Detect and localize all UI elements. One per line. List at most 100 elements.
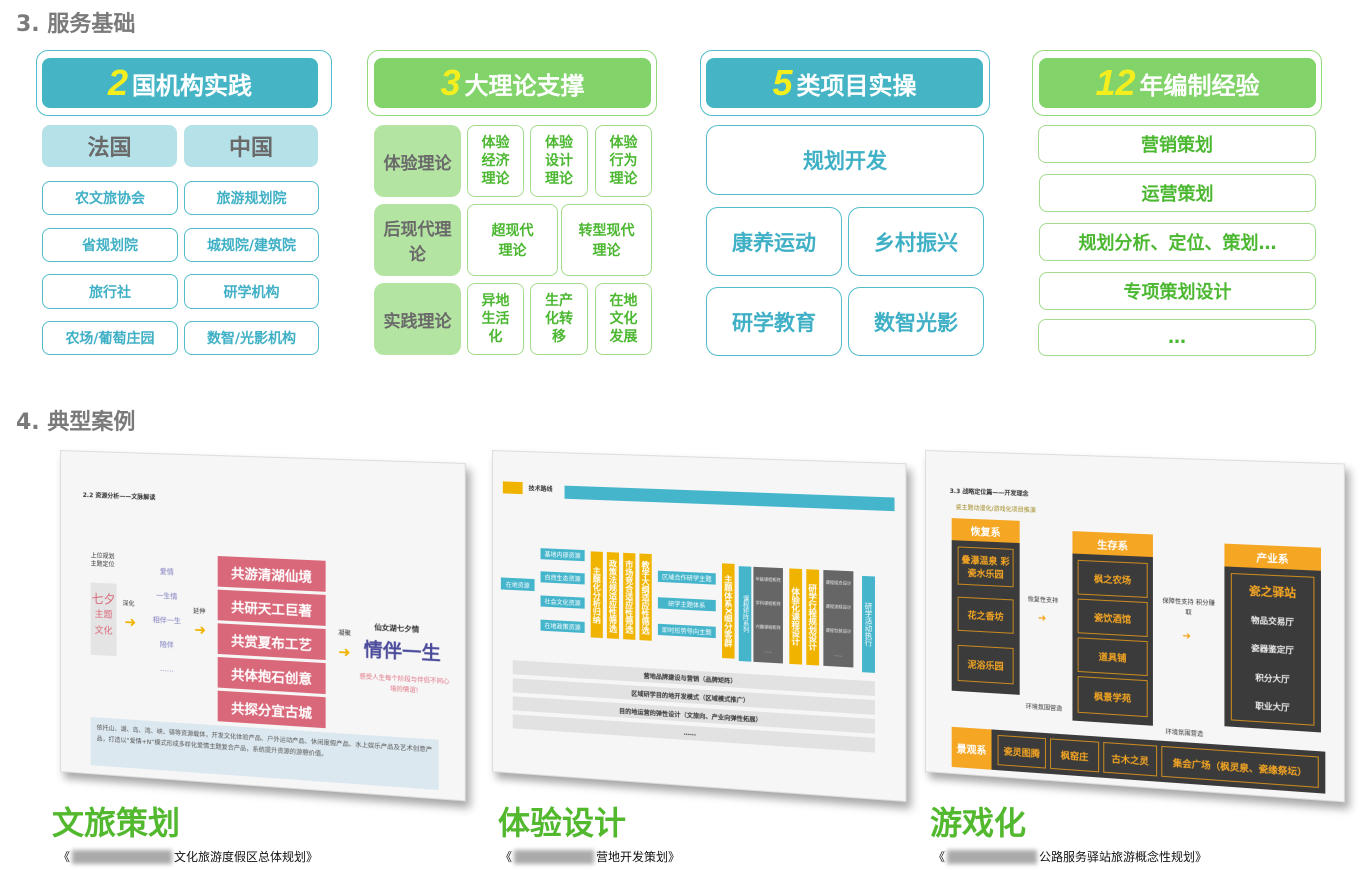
theme-box: 共游清湖仙境 <box>218 556 326 592</box>
flow-node: 市场竞合适应性筛选 <box>623 553 635 640</box>
case-subtitle: 《文化旅游度假区总体规划》 <box>58 848 318 865</box>
flow-node: 课程矩阵系列 <box>739 566 752 662</box>
heading-marker <box>503 481 523 494</box>
subtitle-bracket: 《 <box>933 848 945 865</box>
slide-text: 兴趣课程矩阵 <box>756 624 781 632</box>
theory-label: 实践理论 <box>374 283 461 355</box>
panel-item: 枫窑庄 <box>1050 738 1099 772</box>
theory-item: 转型现代理论 <box>561 204 652 276</box>
experience-item: 规划分析、定位、策划… <box>1039 223 1316 261</box>
panel-item: 瓷灵图腾 <box>998 735 1046 769</box>
theory-item: 异地生活化 <box>467 283 524 355</box>
col1-title: 国机构实践 <box>132 66 252 101</box>
panel-item: 枫之农场 <box>1078 560 1148 598</box>
flow-node: 体验化课程设计 <box>789 568 802 664</box>
col2-number: 3 <box>440 62 460 104</box>
slide-text: 学科课程矩阵 <box>756 600 781 607</box>
col4-number: 12 <box>1095 62 1135 104</box>
project-type: 康养运动 <box>706 207 842 276</box>
slide-text: 相伴一生 <box>145 607 190 634</box>
slide-text: 爱情 <box>145 559 190 585</box>
panel-head: 景观系 <box>952 727 992 770</box>
matrix-list: 年级课程矩阵学科课程矩阵兴趣课程矩阵…… <box>753 567 783 664</box>
flow-node: 自然生态资源 <box>541 571 585 584</box>
panel-item: 道具铺 <box>1078 637 1148 676</box>
flow-node: 在地政策资源 <box>541 620 585 633</box>
arrow-right-icon: ➜ <box>338 644 350 661</box>
slide-text: 环境氛围营造 <box>1165 729 1203 740</box>
theme-box: 共探分宜古城 <box>218 691 326 729</box>
case-subtitle: 《营地开发策划》 <box>500 848 680 865</box>
arrow-right-icon: ➜ <box>194 622 206 639</box>
panel-item: 瓷之驿站 <box>1249 584 1296 600</box>
slide-text: 课程包装设计 <box>826 627 852 635</box>
subtitle-text: 文化旅游度假区总体规划》 <box>174 848 318 865</box>
institution-item: 旅游规划院 <box>184 181 319 215</box>
col2-header: 3大理论支撑 <box>374 58 651 108</box>
slide-text: 保障性支持 积分赚取 <box>1161 597 1216 620</box>
col2-title: 大理论支撑 <box>465 66 585 101</box>
col3-title: 类项目实操 <box>797 66 917 101</box>
project-type: 研学教育 <box>706 287 842 356</box>
theory-item: 超现代理论 <box>467 204 558 276</box>
slide-text: 环境氛围营造 <box>1026 703 1063 713</box>
col1-header: 2国机构实践 <box>42 58 318 108</box>
panel-item: 物品交易厅 <box>1251 616 1294 629</box>
slide-text: …… <box>834 652 843 658</box>
institution-item: 数智/光影机构 <box>184 321 319 355</box>
institution-item: 省规划院 <box>42 228 178 262</box>
theory-item: 体验设计理论 <box>530 125 588 197</box>
panel-item: 古木之灵 <box>1103 742 1157 776</box>
institution-item: 城规院/建筑院 <box>184 228 319 262</box>
panel-item: 叠瀑温泉 彩瓷水乐园 <box>958 546 1014 587</box>
institution-item: 研学机构 <box>184 274 319 309</box>
slide-title: 2.2 资源分析——文脉解读 <box>83 492 156 503</box>
slide-text: 感受人生每个阶段与伴侣不同心境的情谊! <box>359 672 449 698</box>
slide-text: 深化 <box>123 600 135 609</box>
project-type: 乡村振兴 <box>848 207 984 276</box>
flow-node: 即时形势导向主题 <box>658 624 716 638</box>
project-type: 数智光影 <box>848 287 984 356</box>
flow-node: 在地资源 <box>501 577 535 591</box>
slide-text: 课程流程设计 <box>826 603 852 611</box>
theme-box: 共体抱石创意 <box>218 657 326 694</box>
country-china: 中国 <box>184 125 318 167</box>
blurred-text <box>514 850 594 864</box>
theory-item: 体验经济理论 <box>467 125 524 197</box>
case-caption: 游戏化 <box>930 798 1026 844</box>
panel-item: 瓷饮酒馆 <box>1078 599 1148 637</box>
subtitle-bracket: 《 <box>500 848 512 865</box>
arrow-right-icon: ➜ <box>1182 631 1191 644</box>
slide-text: 课程组合设计 <box>826 579 852 586</box>
case-slide-1[interactable]: 2.2 资源分析——文脉解读 上位规划主题定位 七夕 主题 文化 深化 ➜ 爱情… <box>60 450 466 801</box>
slide-text: 延伸 <box>193 608 205 617</box>
slide-text: 一生情 <box>145 583 190 610</box>
flow-node: 区域合作研学主题 <box>658 571 716 585</box>
slide-text: 七夕 <box>91 591 117 608</box>
col1-number: 2 <box>108 62 128 104</box>
theme-box: 共研天工巨著 <box>218 590 326 626</box>
slide-text: 上位规划主题定位 <box>91 552 117 569</box>
trip-list: 课程组合设计课程流程设计课程包装设计 …… <box>823 570 853 668</box>
institution-item: 农场/葡萄庄园 <box>42 321 178 355</box>
subtitle-text: 公路服务驿站旅游概念性规划》 <box>1039 848 1207 865</box>
heading-bar <box>565 486 895 512</box>
flow-node: 研学行程规划设计 <box>806 569 819 665</box>
theory-label: 体验理论 <box>374 125 461 197</box>
case-slide-3[interactable]: 3.3 战略定位篇——开发理念 瓷主题动漫化/游戏化项目推演 恢复系 叠瀑温泉 … <box>925 450 1345 802</box>
slide-text: 仙女湖七夕情 <box>374 623 419 634</box>
institution-item: 农文旅协会 <box>42 181 178 215</box>
theory-item: 在地文化发展 <box>595 283 652 355</box>
experience-item: … <box>1038 319 1316 356</box>
theory-label: 后现代理论 <box>374 204 461 276</box>
slide-text: 年级课程矩阵 <box>756 576 781 583</box>
slide-text: 依托山、湖、岛、湾、峡、镇等资源载体，开发文化体验产品、户外运动产品、休闲度假产… <box>91 717 439 790</box>
col4-header: 12年编制经验 <box>1039 58 1316 108</box>
panel-item: 瓷器鉴定厅 <box>1251 644 1294 657</box>
case-slide-2[interactable]: 技术路线 在地资源 基地内部资源 自然生态资源 社会文化资源 在地政策资源 主题… <box>492 450 906 802</box>
panel-item: 积分大厅 <box>1255 673 1289 685</box>
blurred-text <box>72 850 172 864</box>
section-title-cases: 4. 典型案例 <box>16 404 135 436</box>
panel-head: 生存系 <box>1072 531 1152 557</box>
experience-item: 专项策划设计 <box>1039 272 1316 310</box>
